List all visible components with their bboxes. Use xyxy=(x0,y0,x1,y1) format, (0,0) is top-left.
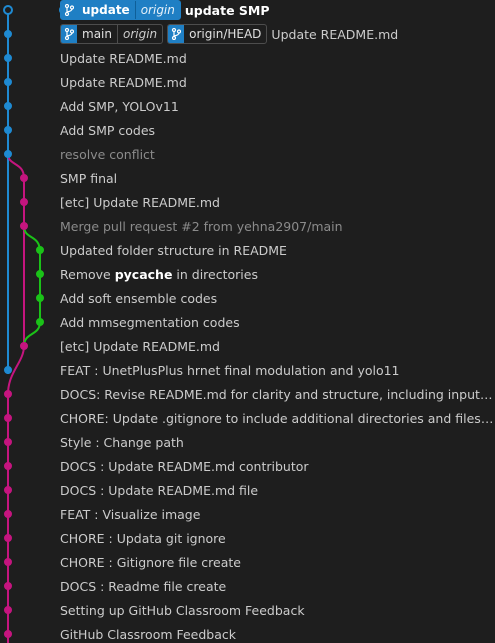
commit-message: DOCS : Readme file create xyxy=(60,578,227,594)
commit-dot[interactable] xyxy=(4,30,12,38)
commit-row[interactable]: Add mmsegmentation codes xyxy=(60,310,495,334)
commit-message: SMP final xyxy=(60,170,118,186)
commit-dot[interactable] xyxy=(36,318,44,326)
commit-message: [etc] Update README.md xyxy=(60,194,220,210)
commit-dot[interactable] xyxy=(36,246,44,254)
commit-row[interactable]: DOCS : Readme file create xyxy=(60,574,495,598)
commit-dot[interactable] xyxy=(4,582,12,590)
commit-dot[interactable] xyxy=(4,438,12,446)
commit-message: Add SMP codes xyxy=(60,122,156,138)
commit-row[interactable]: SMP final xyxy=(60,166,495,190)
commit-message-part: Remove xyxy=(60,266,115,282)
branch-badge-main[interactable]: main origin xyxy=(60,24,164,44)
commit-message: FEAT : Visualize image xyxy=(60,506,201,522)
commit-message: Add SMP, YOLOv11 xyxy=(60,98,179,114)
commit-row[interactable]: Style : Change path xyxy=(60,430,495,454)
commit-message: update SMP xyxy=(184,2,270,18)
commit-message: DOCS : Update README.md contributor xyxy=(60,458,309,474)
commit-row[interactable]: CHORE: Update .gitignore to include addi… xyxy=(60,406,495,430)
commit-row[interactable]: GitHub Classroom Feedback xyxy=(60,622,495,643)
commit-message: CHORE : Updata git ignore xyxy=(60,530,226,546)
branch-badge-update[interactable]: update origin xyxy=(60,0,181,20)
branch-name: origin/HEAD xyxy=(189,27,262,41)
commit-row[interactable]: CHORE : Updata git ignore xyxy=(60,526,495,550)
commit-message: Update README.md xyxy=(60,74,187,90)
commit-dot[interactable] xyxy=(20,198,28,206)
commit-message: Add soft ensemble codes xyxy=(60,290,218,306)
commit-message: Add mmsegmentation codes xyxy=(60,314,240,330)
commit-dot[interactable] xyxy=(36,294,44,302)
commit-message-part: in directories xyxy=(172,266,258,282)
commit-row[interactable]: Updated folder structure in README xyxy=(60,238,495,262)
commit-message: Setting up GitHub Classroom Feedback xyxy=(60,602,305,618)
commit-row-merge[interactable]: resolve conflict xyxy=(60,142,495,166)
commit-dot[interactable] xyxy=(4,606,12,614)
commit-row-head[interactable]: update origin update SMP xyxy=(60,0,495,22)
commit-dot[interactable] xyxy=(4,558,12,566)
commit-dot[interactable] xyxy=(36,270,44,278)
commit-row[interactable]: [etc] Update README.md xyxy=(60,334,495,358)
commit-message: resolve conflict xyxy=(60,146,155,162)
commit-dot[interactable] xyxy=(4,54,12,62)
commit-dot[interactable] xyxy=(4,78,12,86)
commit-dot[interactable] xyxy=(4,414,12,422)
commit-dot[interactable] xyxy=(4,486,12,494)
commit-dot[interactable] xyxy=(3,5,13,15)
commit-row[interactable]: main origin origin/HEAD Update README.md xyxy=(60,22,495,46)
commit-row[interactable]: Add SMP codes xyxy=(60,118,495,142)
branch-icon xyxy=(61,25,77,43)
commit-message: GitHub Classroom Feedback xyxy=(60,626,237,642)
commit-dot[interactable] xyxy=(4,126,12,134)
commit-message: FEAT : UnetPlusPlus hrnet final modulati… xyxy=(60,362,400,378)
commit-row[interactable]: Add soft ensemble codes xyxy=(60,286,495,310)
commit-row[interactable]: FEAT : Visualize image xyxy=(60,502,495,526)
branch-badge-origin-head[interactable]: origin/HEAD xyxy=(167,24,268,44)
commit-row[interactable]: DOCS: Revise README.md for clarity and s… xyxy=(60,382,495,406)
commit-message: Updated folder structure in README xyxy=(60,242,287,258)
branch-icon xyxy=(61,1,77,19)
commit-row[interactable]: FEAT : UnetPlusPlus hrnet final modulati… xyxy=(60,358,495,382)
commit-message: CHORE : Gitignore file create xyxy=(60,554,241,570)
commit-row[interactable]: Add SMP, YOLOv11 xyxy=(60,94,495,118)
commit-message-bold: pycache xyxy=(114,266,173,282)
commit-dot[interactable] xyxy=(4,102,12,110)
commit-row[interactable]: Remove pycache in directories xyxy=(60,262,495,286)
branch-remote: origin xyxy=(116,25,162,43)
commit-row[interactable]: Update README.md xyxy=(60,46,495,70)
commit-row-merge[interactable]: Merge pull request #2 from yehna2907/mai… xyxy=(60,214,495,238)
commit-message: Update README.md xyxy=(271,26,399,42)
branch-name: main xyxy=(82,27,112,41)
commit-message: DOCS: Revise README.md for clarity and s… xyxy=(60,386,495,402)
commit-dot[interactable] xyxy=(4,630,12,638)
lane-green xyxy=(23,225,41,347)
commit-message: [etc] Update README.md xyxy=(60,338,220,354)
commit-row[interactable]: [etc] Update README.md xyxy=(60,190,495,214)
commit-row[interactable]: DOCS : Update README.md file xyxy=(60,478,495,502)
commit-message: Remove pycache in directories xyxy=(60,267,495,282)
commit-graph xyxy=(3,5,60,643)
branch-icon xyxy=(168,25,185,43)
commit-dot[interactable] xyxy=(20,222,28,230)
commit-row[interactable]: DOCS : Update README.md contributor xyxy=(60,454,495,478)
commit-dot[interactable] xyxy=(20,174,28,182)
commit-row[interactable]: CHORE : Gitignore file create xyxy=(60,550,495,574)
commit-message: CHORE: Update .gitignore to include addi… xyxy=(60,410,495,426)
commit-dot[interactable] xyxy=(4,534,12,542)
commit-dot[interactable] xyxy=(4,510,12,518)
commit-message: Style : Change path xyxy=(60,434,184,450)
commit-dot[interactable] xyxy=(20,342,28,350)
commit-message: DOCS : Update README.md file xyxy=(60,482,259,498)
branch-remote: origin xyxy=(134,1,180,19)
commit-row[interactable]: Update README.md xyxy=(60,70,495,94)
commit-row[interactable]: Setting up GitHub Classroom Feedback xyxy=(60,598,495,622)
branch-name: update xyxy=(82,3,130,17)
commit-dot[interactable] xyxy=(4,462,12,470)
commit-message: Update README.md xyxy=(60,50,187,66)
commit-message: Merge pull request #2 from yehna2907/mai… xyxy=(60,218,343,234)
commit-dot[interactable] xyxy=(4,150,12,158)
commit-dot[interactable] xyxy=(4,390,12,398)
commit-dot[interactable] xyxy=(4,366,12,374)
